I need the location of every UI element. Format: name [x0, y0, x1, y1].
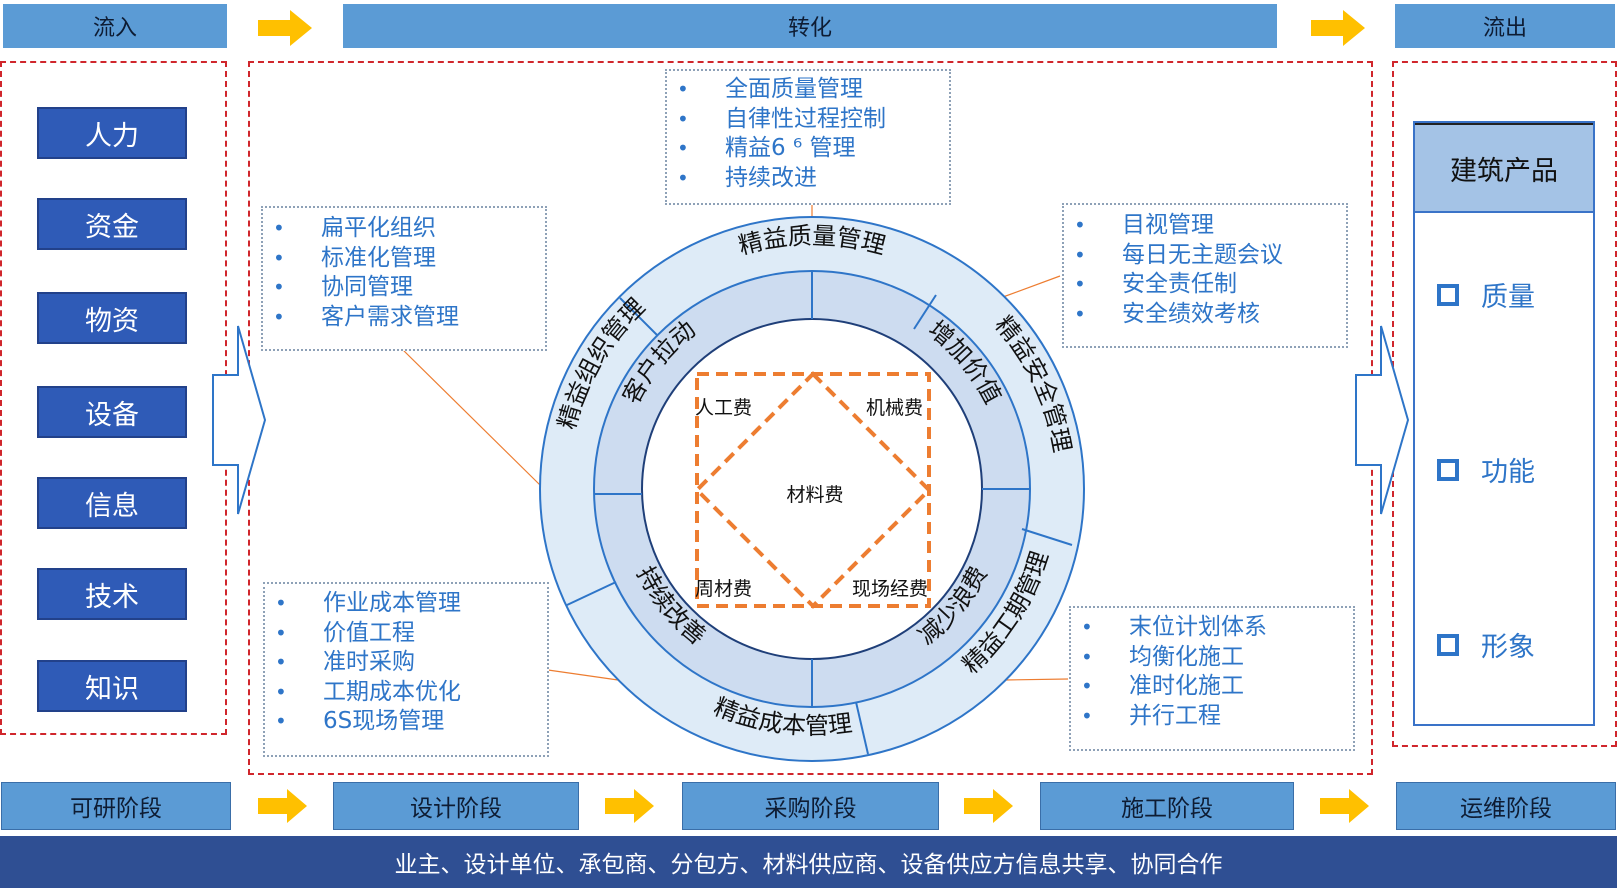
transform-header: 转化	[343, 4, 1277, 48]
note-safety-methods: 目视管理 每日无主题会议 安全责任制 安全绩效考核	[1062, 203, 1348, 348]
list-item: 6S现场管理	[265, 707, 547, 737]
list-item: 精益6 ⁶ 管理	[667, 134, 949, 164]
list-item: 自律性过程控制	[667, 105, 949, 135]
arrow-right-icon	[258, 10, 312, 46]
cost-machine: 机械费	[866, 397, 923, 419]
note-schedule-methods: 末位计划体系 均衡化施工 准时化施工 并行工程	[1069, 606, 1355, 751]
connector-line	[547, 669, 619, 681]
resource-manpower: 人力	[37, 107, 187, 159]
product-title: 建筑产品	[1415, 123, 1593, 213]
product-item-image: 形象	[1437, 625, 1535, 664]
hollow-arrow-icon	[1355, 325, 1410, 515]
stage-procurement: 采购阶段	[682, 782, 939, 830]
inner-dividers	[594, 271, 1030, 707]
arrow-right-icon	[1320, 789, 1369, 823]
stage-operation: 运维阶段	[1396, 782, 1616, 830]
cost-material: 材料费	[786, 484, 843, 506]
note-cost-methods: 作业成本管理 价值工程 准时采购 工期成本优化 6S现场管理	[263, 582, 549, 757]
product-item-function: 功能	[1437, 450, 1535, 489]
arrow-right-icon	[605, 789, 654, 823]
product-item-quality: 质量	[1437, 275, 1535, 314]
outer-dividers	[566, 294, 1073, 755]
list-item: 作业成本管理	[265, 589, 547, 619]
product-item-label: 形象	[1481, 632, 1535, 663]
list-item: 准时化施工	[1071, 672, 1353, 702]
connector-line	[399, 346, 541, 486]
list-item: 持续改进	[667, 164, 949, 194]
cost-labor: 人工费	[695, 397, 752, 419]
arrow-right-icon	[1311, 10, 1365, 46]
list-item: 工期成本优化	[265, 678, 547, 708]
product-item-label: 功能	[1481, 457, 1535, 488]
arrow-right-icon	[258, 789, 307, 823]
resource-capital: 资金	[37, 198, 187, 250]
list-item: 客户需求管理	[263, 303, 545, 333]
hollow-arrow-icon	[212, 325, 267, 515]
stage-construction: 施工阶段	[1040, 782, 1294, 830]
outflow-header: 流出	[1395, 4, 1615, 48]
list-item: 并行工程	[1071, 702, 1353, 732]
list-item: 协同管理	[263, 273, 545, 303]
list-item: 价值工程	[265, 619, 547, 649]
cost-site: 现场经费	[852, 578, 928, 600]
product-item-label: 质量	[1481, 282, 1535, 313]
list-item: 末位计划体系	[1071, 613, 1353, 643]
resource-equipment: 设备	[37, 386, 187, 438]
checkbox-square-icon	[1437, 633, 1459, 656]
note-organization-methods: 扁平化组织 标准化管理 协同管理 客户需求管理	[261, 206, 547, 351]
connector-line	[1002, 275, 1061, 298]
stage-feasibility: 可研阶段	[1, 782, 231, 830]
list-item: 安全责任制	[1064, 270, 1346, 300]
list-item: 每日无主题会议	[1064, 241, 1346, 271]
resource-technology: 技术	[37, 568, 187, 620]
arrow-right-icon	[964, 789, 1013, 823]
list-item: 均衡化施工	[1071, 643, 1353, 673]
collaboration-banner: 业主、设计单位、承包商、分包方、材料供应商、设备供应方信息共享、协同合作	[0, 836, 1617, 888]
connector-line	[1004, 678, 1069, 681]
list-item: 安全绩效考核	[1064, 300, 1346, 330]
checkbox-square-icon	[1437, 458, 1459, 481]
resource-knowledge: 知识	[37, 660, 187, 712]
resource-materials: 物资	[37, 292, 187, 344]
list-item: 全面质量管理	[667, 75, 949, 105]
cost-diamond	[694, 371, 932, 609]
list-item: 扁平化组织	[263, 214, 545, 244]
list-item: 准时采购	[265, 648, 547, 678]
inflow-header: 流入	[3, 4, 227, 48]
list-item: 目视管理	[1064, 211, 1346, 241]
checkbox-square-icon	[1437, 283, 1459, 306]
note-quality-methods: 全面质量管理 自律性过程控制 精益6 ⁶ 管理 持续改进	[665, 69, 951, 205]
cost-turnover: 周材费	[695, 578, 752, 600]
resource-information: 信息	[37, 477, 187, 529]
stage-design: 设计阶段	[333, 782, 579, 830]
building-product-panel: 建筑产品 质量 功能 形象	[1413, 121, 1595, 726]
list-item: 标准化管理	[263, 244, 545, 274]
